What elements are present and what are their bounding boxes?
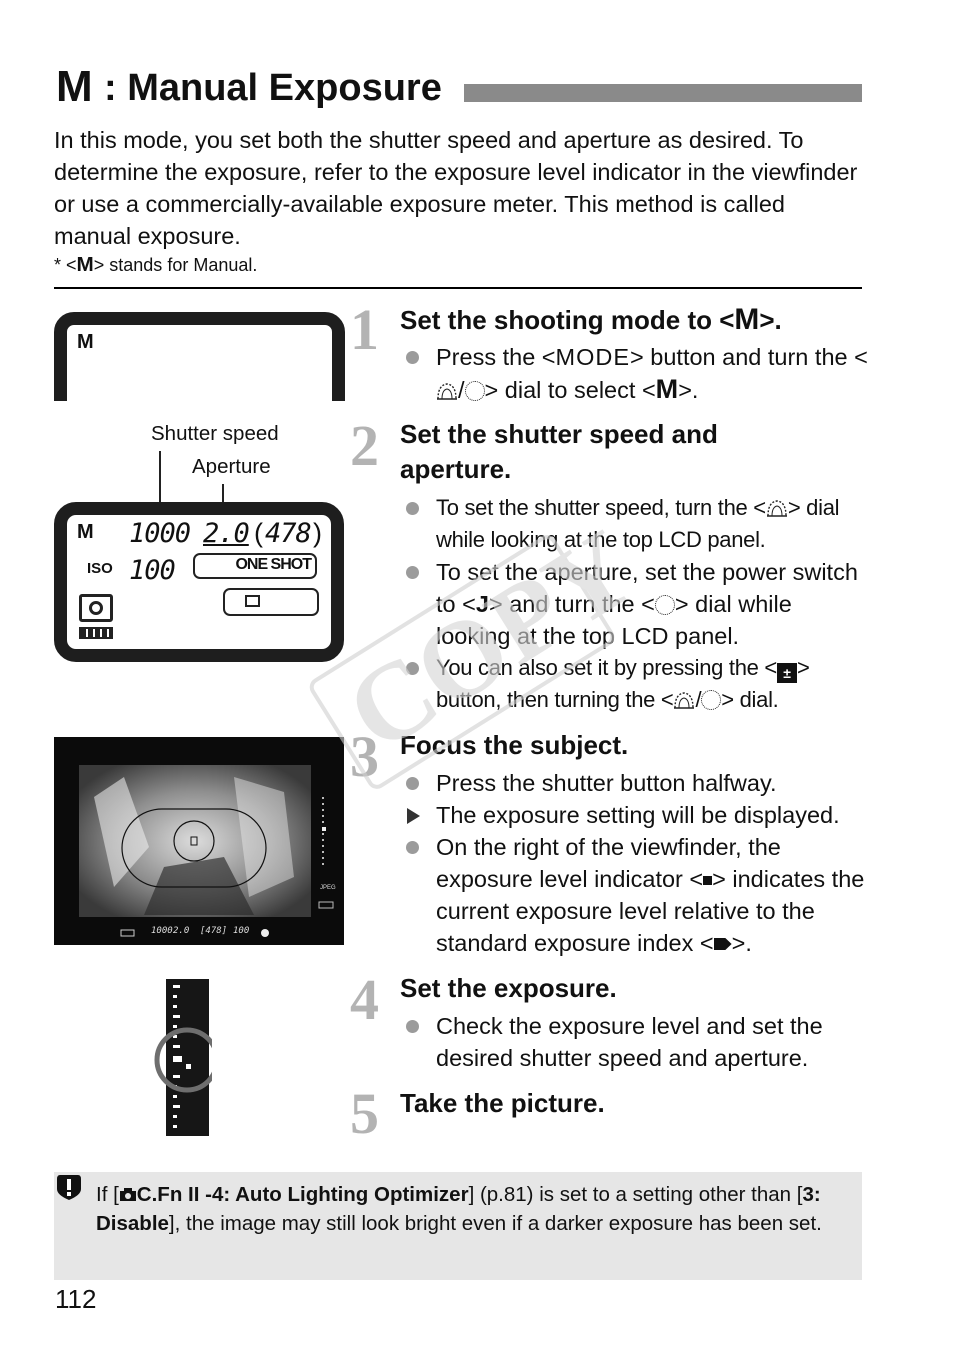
divider <box>54 287 862 289</box>
lcd-bracket-close: ) <box>313 518 322 548</box>
aperture-label: Aperture <box>192 455 271 478</box>
lcd-metering-box <box>223 588 319 616</box>
bullet-dot-icon <box>406 1020 419 1033</box>
main-dial-icon <box>436 381 458 401</box>
vf-shutter-value: 1000 <box>151 926 173 936</box>
metering-icon <box>79 594 113 622</box>
main-dial-icon <box>766 498 788 518</box>
lcd-panel-settings: M 1000 2.0 ( 478 ) ISO 100 ONE SHOT <box>54 502 344 662</box>
lcd-iso-value: 100 <box>129 555 176 586</box>
intro-paragraph: In this mode, you set both the shutter s… <box>54 127 858 249</box>
exposure-level-scale <box>154 979 212 1136</box>
step-number: 4 <box>350 967 379 1032</box>
lcd-frame: M <box>54 312 345 401</box>
vf-shots-value: [478] <box>200 926 228 936</box>
step-bullets: Press the shutter button halfway. The ex… <box>400 767 870 959</box>
lcd-shutter-value: 1000 <box>129 518 191 549</box>
vf-aperture-value: 2.0 <box>173 926 190 936</box>
result-arrow-icon <box>407 808 420 824</box>
step-number: 1 <box>350 297 379 362</box>
bullet-item: On the right of the viewfinder, the expo… <box>400 831 870 959</box>
shutter-leader-line <box>159 451 161 519</box>
step-number: 2 <box>350 413 379 478</box>
level-marker-icon <box>703 876 713 885</box>
lcd-aperture-value: 2.0 <box>203 518 250 549</box>
title-bar <box>464 84 862 102</box>
bullet-item: Press the <MODE> button and turn the </>… <box>400 341 870 406</box>
lcd-bracket-open: ( <box>254 518 263 548</box>
step-title: Take the picture. <box>400 1088 605 1118</box>
lcd-af-box: ONE SHOT <box>193 553 317 579</box>
viewfinder-scene <box>79 765 334 937</box>
step-bullets: Check the exposure level and set the des… <box>400 1010 870 1074</box>
viewfinder-image: 1000 2.0 [478] 100 JPEG <box>54 737 344 945</box>
footnote-prefix: * < <box>54 255 77 275</box>
power-switch-icon: J <box>475 591 489 617</box>
step-title: Set the shooting mode to <M>. <box>400 302 870 338</box>
mode-m-icon: M <box>76 253 94 276</box>
quick-control-dial-icon <box>464 381 485 401</box>
battery-icon <box>79 627 113 639</box>
standard-index-icon <box>713 938 732 950</box>
step-title: Set the exposure. <box>400 973 617 1003</box>
mode-button-label: MODE <box>555 344 631 370</box>
step-title: Focus the subject. <box>400 730 629 760</box>
cfn-setting: C.Fn II -4: Auto Lighting Optimizer <box>136 1183 469 1206</box>
footnote-suffix: > stands for Manual. <box>93 255 258 275</box>
caution-box <box>54 1172 862 1280</box>
bullet-dot-icon <box>406 351 419 364</box>
lcd-mode: M <box>77 521 94 543</box>
step-bullets: Press the <MODE> button and turn the </>… <box>400 341 870 406</box>
disable-setting: 3: Disable <box>96 1183 821 1235</box>
shutter-speed-label: Shutter speed <box>151 422 279 445</box>
lcd-mode: M <box>77 331 94 353</box>
bullet-item: You can also set it by pressing the <±> … <box>400 652 870 716</box>
step-title: Set the shutter speed and aperture. <box>400 419 718 484</box>
bullet-dot-icon <box>406 502 419 515</box>
vf-iso-value: 100 <box>233 926 250 936</box>
quick-control-dial-icon <box>701 690 722 710</box>
lcd-panel-mode: M <box>54 312 345 401</box>
bullet-item: Check the exposure level and set the des… <box>400 1010 870 1074</box>
step-bullets: To set the shutter speed, turn the <> di… <box>400 492 870 716</box>
step-title-text: Set the shooting mode to < <box>400 305 735 335</box>
quick-control-dial-icon <box>654 595 675 615</box>
page-number: 112 <box>55 1284 97 1314</box>
main-dial-icon <box>673 690 695 710</box>
step-number: 5 <box>350 1081 379 1146</box>
vf-jpeg-label: JPEG <box>320 885 336 891</box>
bullet-dot-icon <box>406 662 419 675</box>
caution-icon <box>56 1173 82 1201</box>
bullet-item: Press the shutter button halfway. <box>400 767 870 799</box>
bullet-dot-icon <box>406 777 419 790</box>
page-title: : Manual Exposure <box>104 67 442 109</box>
bullet-dot-icon <box>406 841 419 854</box>
lcd-shots-value: 478 <box>265 518 312 549</box>
mode-m-icon: M <box>56 62 93 111</box>
lcd-af-mode: ONE SHOT <box>235 556 312 573</box>
caution-text: If [C.Fn II -4: Auto Lighting Optimizer]… <box>96 1181 822 1235</box>
lcd-small-square-icon <box>245 595 260 607</box>
bullet-item: To set the aperture, set the power switc… <box>400 556 870 652</box>
exposure-compensation-icon: ± <box>776 663 797 683</box>
lcd-iso-label: ISO <box>87 560 113 577</box>
mode-m-icon: M <box>734 303 760 336</box>
bullet-item: The exposure setting will be displayed. <box>400 799 870 831</box>
bullet-item: To set the shutter speed, turn the <> di… <box>400 492 870 556</box>
footnote: * <M> stands for Manual. <box>54 254 257 276</box>
mode-m-icon: M <box>655 374 679 404</box>
step-number: 3 <box>350 724 379 789</box>
camera-icon <box>119 1181 137 1201</box>
bullet-dot-icon <box>406 566 419 579</box>
step-title-text: >. <box>759 305 782 335</box>
